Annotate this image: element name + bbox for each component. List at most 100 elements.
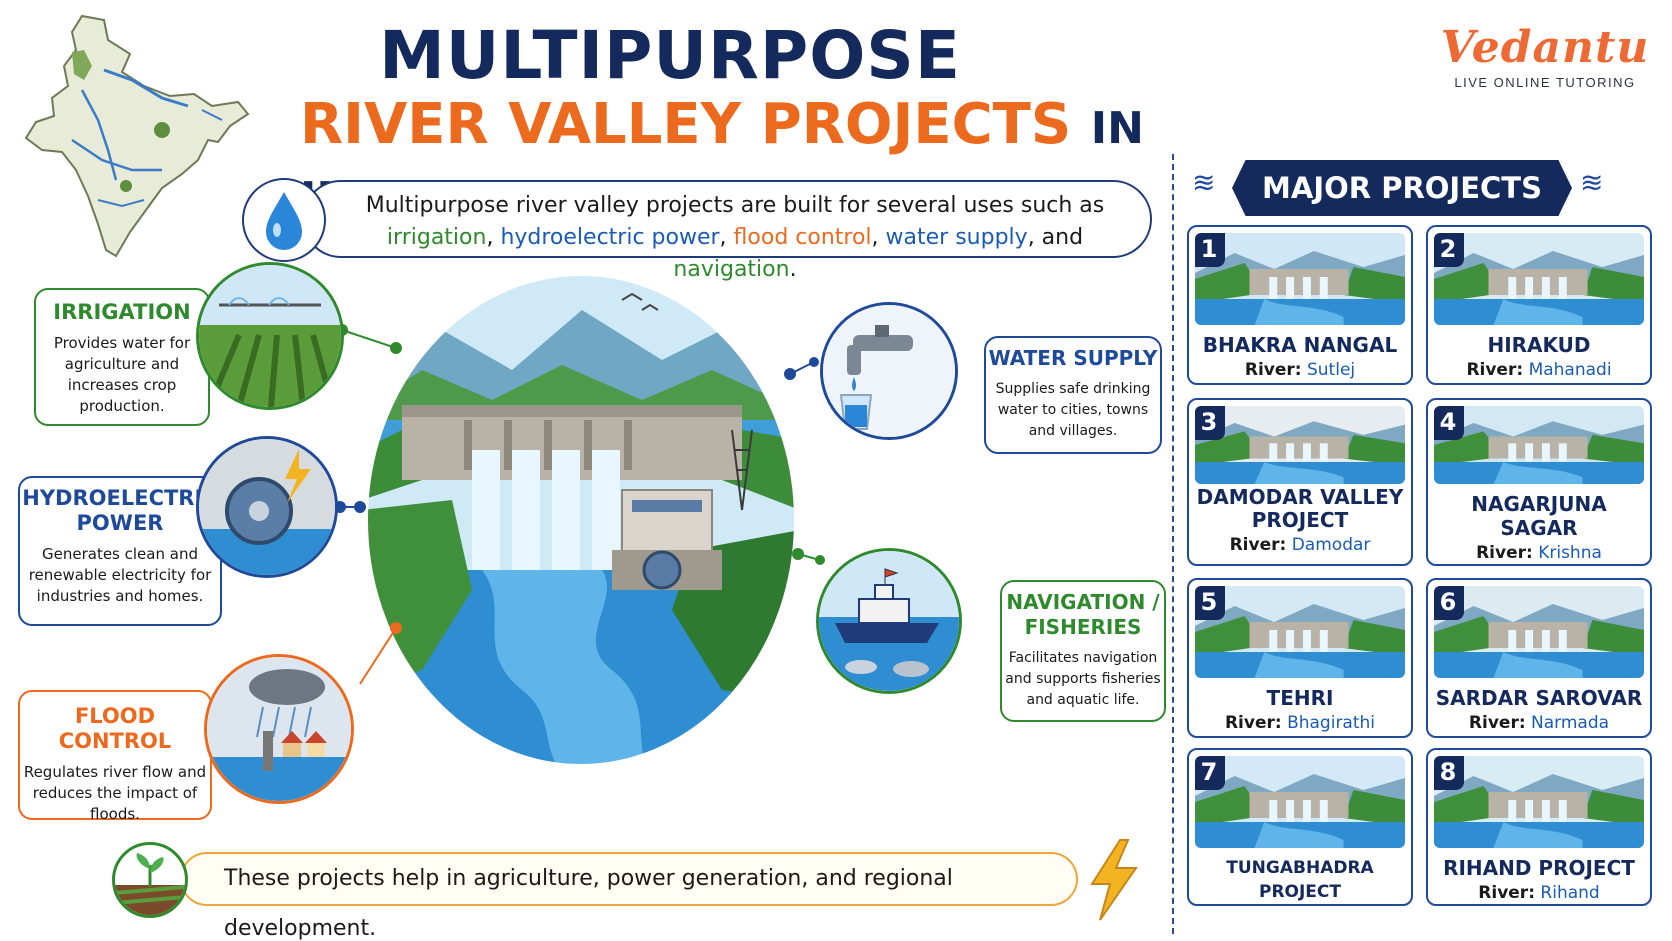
project-number-badge: 6 (1434, 586, 1464, 620)
india-map-icon (24, 14, 250, 258)
flood-control-text: Regulates river flow and reduces the imp… (23, 763, 207, 823)
dam-thumbnail: 6 (1434, 586, 1644, 678)
hydroelectric-card: HYDROELECTRIC POWER Generates clean and … (18, 476, 222, 626)
project-number-badge: 2 (1434, 233, 1464, 267)
water-supply-card: WATER SUPPLY Supplies safe drinking wate… (984, 336, 1162, 454)
river-name: Mahanadi (1528, 360, 1612, 380)
dam-illustration (364, 272, 798, 768)
dam-thumbnail: 8 (1434, 756, 1644, 848)
intro-irrigation: irrigation (386, 225, 487, 250)
dam-thumbnail: 2 (1434, 233, 1644, 325)
river-label: River: (1476, 543, 1533, 563)
wave-left-icon: ≋ (1192, 166, 1216, 199)
project-number-badge: 5 (1195, 586, 1225, 620)
intro-bubble: Multipurpose river valley projects are b… (302, 180, 1152, 282)
water-supply-title: WATER SUPPLY (988, 346, 1158, 370)
logo-tagline: LIVE ONLINE TUTORING (1454, 75, 1636, 90)
header-wave-right: ≋ (1580, 166, 1603, 199)
project-number-badge: 4 (1434, 406, 1464, 440)
intro-text: Multipurpose river valley projects are b… (365, 193, 1105, 218)
project-name: DAMODAR VALLEY PROJECT (1196, 485, 1404, 532)
river-name: Bhagirathi (1287, 713, 1376, 733)
river-label: River: (1244, 360, 1302, 380)
project-river: River: Damodar (1189, 534, 1411, 556)
river-label: River: (1468, 713, 1526, 733)
intro-sep: , (719, 225, 734, 250)
logo-wordmark: Vedantu (1440, 22, 1650, 73)
navigation-card: NAVIGATION / FISHERIES Facilitates navig… (1000, 580, 1166, 722)
river-label: River: (1478, 883, 1535, 903)
tap-water-icon (820, 302, 958, 440)
river-name: Damodar (1291, 535, 1371, 555)
flood-rain-icon (204, 654, 354, 804)
intro-navigation: navigation (673, 257, 790, 282)
intro-flood: flood control (733, 225, 872, 250)
project-river: River: Rihand (1428, 882, 1650, 904)
dam-thumbnail: 4 (1434, 406, 1644, 484)
irrigation-card: IRRIGATION Provides water for agricultur… (34, 288, 210, 426)
project-river: River: Mahanadi (1428, 359, 1650, 381)
sprout-icon (112, 842, 188, 918)
river-name: Krishna (1538, 543, 1602, 563)
project-number-badge: 7 (1195, 756, 1225, 790)
hydroelectric-text: Generates clean and renewable electricit… (28, 545, 212, 605)
river-name: Rihand (1540, 883, 1600, 903)
project-name: TUNGABHADRA PROJECT (1226, 858, 1374, 902)
project-name: SARDAR SAROVAR (1435, 686, 1643, 710)
intro-hydro: hydroelectric power (500, 225, 720, 250)
river-label: River: (1229, 535, 1287, 555)
ship-fish-icon (816, 548, 962, 694)
dam-thumbnail: 7 (1195, 756, 1405, 848)
header-wave-left: ≋ (1192, 166, 1215, 199)
section-divider (1172, 154, 1174, 934)
intro-sep: , (486, 225, 494, 250)
intro-water: water supply (885, 225, 1028, 250)
water-drop-icon (242, 178, 326, 262)
river-name: Sutlej (1306, 360, 1356, 380)
wave-right-icon: ≋ (1580, 166, 1604, 199)
summary-text: These projects help in agriculture, powe… (224, 866, 953, 941)
turbine-icon (196, 436, 338, 578)
summary-banner: These projects help in agriculture, powe… (180, 852, 1078, 941)
irrigation-text: Provides water for agriculture and incre… (53, 334, 191, 415)
flood-control-title: FLOOD CONTROL (58, 704, 172, 753)
connector-lines (334, 324, 825, 685)
project-name: HIRAKUD (1487, 333, 1591, 357)
intro-sep: . (789, 257, 797, 282)
river-label: River: (1466, 360, 1524, 380)
intro-sep: , and (1027, 225, 1084, 250)
vedantu-logo[interactable]: Vedantu LIVE ONLINE TUTORING (1440, 22, 1650, 90)
project-river: River: Narmada (1428, 712, 1650, 734)
project-river: River: Sutlej (1189, 359, 1411, 381)
project-number-badge: 3 (1195, 406, 1225, 440)
dam-thumbnail: 5 (1195, 586, 1405, 678)
project-river: River: Krishna (1428, 542, 1650, 564)
project-name: TEHRI (1266, 686, 1334, 710)
dam-thumbnail: 3 (1195, 406, 1405, 484)
intro-sep: , (871, 225, 886, 250)
hydroelectric-title: HYDROELECTRIC POWER (22, 486, 218, 535)
lightning-icon (1090, 839, 1138, 921)
river-label: River: (1224, 713, 1282, 733)
river-name: Narmada (1531, 713, 1610, 733)
project-name: RIHAND PROJECT (1443, 856, 1635, 880)
page-title-line1: MULTIPURPOSE (379, 17, 961, 94)
project-number-badge: 1 (1195, 233, 1225, 267)
navigation-text: Facilitates navigation and supports fish… (1005, 650, 1161, 708)
page-title-main: RIVER VALLEY PROJECTS (300, 92, 1072, 157)
flood-control-card: FLOOD CONTROL Regulates river flow and r… (18, 690, 212, 823)
navigation-title: NAVIGATION / FISHERIES (1006, 590, 1160, 639)
major-projects-heading: MAJOR PROJECTS (1232, 160, 1572, 216)
water-supply-text: Supplies safe drinking water to cities, … (995, 381, 1151, 439)
irrigation-title: IRRIGATION (53, 300, 191, 324)
dam-thumbnail: 1 (1195, 233, 1405, 325)
project-name: NAGARJUNA SAGAR (1471, 492, 1607, 540)
